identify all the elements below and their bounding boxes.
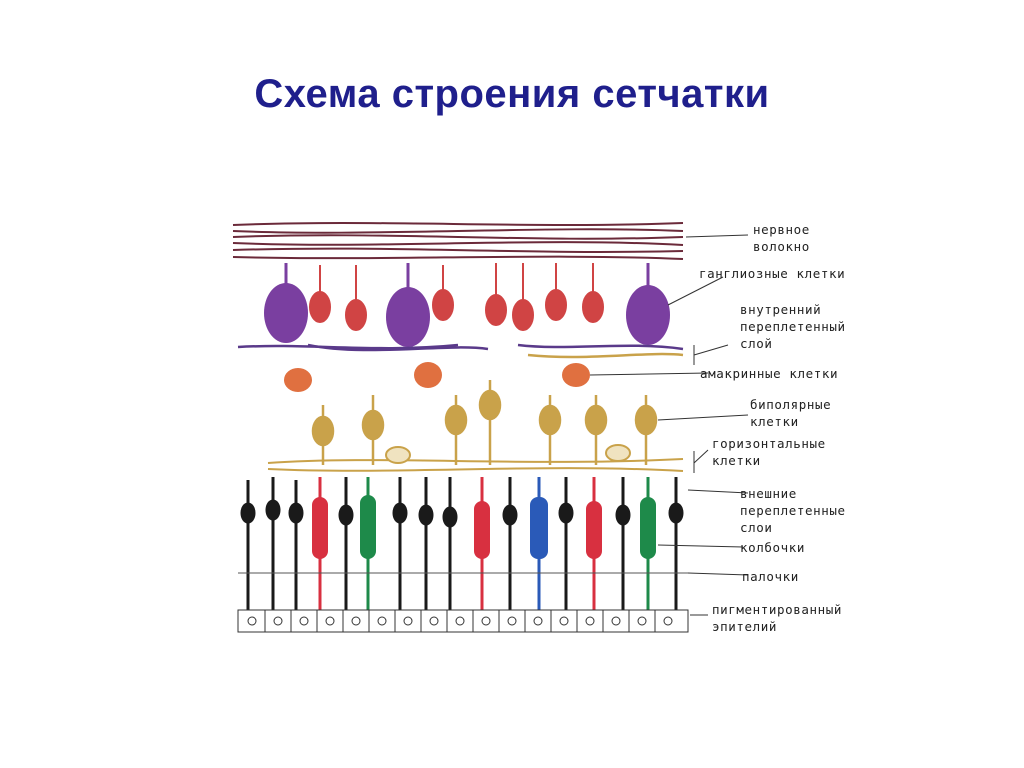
- cones: [312, 477, 656, 610]
- retina-illustration: [232, 222, 749, 633]
- ganglion-cells: [264, 263, 670, 347]
- bipolar-cells: [311, 380, 658, 465]
- nerve-fiber-layer: [232, 222, 684, 260]
- pigment-epithelium-layer: [237, 609, 689, 633]
- leader-lines: [589, 234, 749, 616]
- horizontal-cell-layer: [267, 444, 684, 472]
- label-nerve-fiber: нервное волокно: [753, 222, 810, 254]
- label-outer-plexiform-layers: внешние переплетенные слои: [740, 486, 846, 535]
- label-pigment-epithelium: пигментированный эпителий: [712, 602, 843, 634]
- label-cones: колбочки: [740, 540, 806, 555]
- amacrine-cells: [284, 362, 590, 392]
- retina-diagram: нервное волокно ганглиозные клетки внутр…: [228, 215, 908, 655]
- inner-plexiform-layer: [237, 343, 684, 359]
- photoreceptor-layer: [238, 477, 688, 610]
- label-ganglion-cells: ганглиозные клетки: [699, 266, 846, 281]
- label-bipolar-cells: биполярные клетки: [750, 397, 832, 429]
- label-rods: палочки: [742, 569, 799, 584]
- label-amacrine-cells: амакринные клетки: [700, 366, 839, 381]
- label-horizontal-cells: горизонтальные клетки: [712, 436, 826, 468]
- rods: [240, 477, 684, 610]
- label-inner-plexiform-layer: внутренний переплетенный слой: [740, 302, 846, 351]
- slide-title: Схема строения сетчатки: [254, 72, 770, 116]
